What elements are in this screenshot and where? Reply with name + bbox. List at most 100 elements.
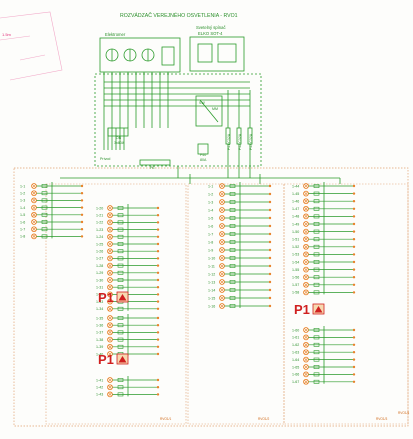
lamp-cross <box>304 335 308 340</box>
circuit-breaker <box>313 229 320 234</box>
sub-frame-1 <box>187 183 285 425</box>
p1-marker: P1 <box>98 352 129 367</box>
circuit-label: 1-3 <box>20 199 25 203</box>
lamp-symbol <box>107 315 113 321</box>
circuit-breaker <box>313 206 320 211</box>
lamp-cross <box>304 260 308 264</box>
lamp-symbol <box>107 277 113 283</box>
circuit-label: 1-48 <box>292 215 299 219</box>
lamp-symbol <box>303 341 309 348</box>
terminal-dot <box>352 276 356 279</box>
terminal-dot <box>352 253 356 256</box>
circuit-breaker <box>41 234 48 239</box>
circuit-label: 1-55 <box>292 268 299 272</box>
lamp-cross <box>32 184 36 188</box>
lamp-cross <box>220 216 224 220</box>
circuit-breaker <box>117 227 124 232</box>
circuit-label: 1-35 <box>96 316 103 320</box>
lamp-symbol <box>107 343 113 350</box>
terminal-dot <box>156 221 160 224</box>
circuit-label: 1-4 <box>208 208 213 212</box>
circuit-group-c: 1-351-361-371-381-391-40 <box>96 314 160 357</box>
circuit-label: 1-21 <box>96 214 103 218</box>
lamp-symbol <box>107 384 113 391</box>
lamp-cross <box>108 352 112 356</box>
lamp-cross <box>108 323 112 328</box>
circuit-breaker <box>313 191 320 196</box>
circuit-label: 1-20 <box>96 206 103 210</box>
terminal-dot <box>156 278 160 282</box>
lamp-symbol <box>107 248 113 255</box>
circuit-breaker <box>313 199 320 204</box>
terminal-dot <box>156 228 160 231</box>
lamp-cross <box>220 224 224 228</box>
frame-tag: RVO1/1 <box>160 417 172 421</box>
pe-bus-label: PE <box>150 166 155 170</box>
aux-label: MM <box>212 107 218 111</box>
circuit-label: 1-30 <box>96 278 103 282</box>
circuit-label: 1-46 <box>292 200 299 204</box>
circuit-label: 1-39 <box>96 345 103 349</box>
lamp-symbol <box>107 377 113 383</box>
terminal-dot <box>268 224 272 228</box>
circuit-label: 1-34 <box>96 307 103 311</box>
lamp-cross <box>220 272 224 276</box>
circuit-breaker <box>117 213 124 218</box>
circuit-breaker <box>117 270 124 275</box>
timer-box-label: Svetelný spínač <box>196 25 226 30</box>
terminal-dot <box>352 343 356 346</box>
lamp-cross <box>304 267 308 272</box>
lamp-cross <box>220 208 224 212</box>
circuit-breaker <box>117 234 124 239</box>
lamp-symbol <box>219 223 225 229</box>
p1-warning-icon <box>314 306 323 313</box>
lamp-cross <box>108 385 112 390</box>
circuit-breaker <box>313 379 320 384</box>
circuit-breaker <box>229 232 236 236</box>
lamp-symbol <box>107 284 113 291</box>
lamp-cross <box>108 263 112 268</box>
circuit-breaker <box>313 365 320 369</box>
lamp-symbol <box>31 233 37 240</box>
terminal-dot <box>156 257 160 260</box>
main-fuse <box>197 143 209 155</box>
p1-marker: P1 <box>98 290 129 305</box>
circuit-label: 1-41 <box>96 378 103 382</box>
lamp-symbol <box>303 289 309 296</box>
terminal-dot <box>352 222 356 226</box>
lamp-symbol <box>219 295 225 301</box>
lamp-cross <box>304 328 308 332</box>
main-breaker <box>107 127 129 137</box>
circuit-breaker <box>117 306 124 311</box>
circuit-breaker <box>117 220 124 225</box>
circuit-label: 1-7 <box>208 232 213 236</box>
circuit-breaker <box>117 206 124 210</box>
lamp-cross <box>32 234 36 239</box>
terminal-dot <box>80 235 84 238</box>
circuit-label: 1-36 <box>96 324 103 328</box>
lamp-cross <box>108 316 112 320</box>
lamp-symbol <box>219 215 225 221</box>
lamp-cross <box>220 232 224 236</box>
lamp-cross <box>304 199 308 204</box>
terminal-dot <box>268 272 272 276</box>
pink-note: 1.5m <box>2 32 12 37</box>
circuit-label: 1-14 <box>208 288 215 292</box>
lamp-cross <box>304 357 308 362</box>
circuit-label: 1-3 <box>208 200 213 204</box>
terminal-dot <box>352 238 356 241</box>
lamp-cross <box>220 200 224 204</box>
circuit-label: 1-25 <box>96 242 103 246</box>
terminal-dot <box>352 192 356 195</box>
circuit-breaker <box>41 205 48 210</box>
timer-relay <box>197 43 213 63</box>
timer-contact <box>217 43 237 63</box>
circuit-label: 1-50 <box>292 230 299 234</box>
terminal-dot <box>156 307 160 310</box>
lamp-symbol <box>303 356 309 363</box>
circuit-label: 1-29 <box>96 271 103 275</box>
lamp-cross <box>32 205 36 210</box>
terminal-dot <box>352 200 356 203</box>
circuit-breaker <box>229 224 236 228</box>
